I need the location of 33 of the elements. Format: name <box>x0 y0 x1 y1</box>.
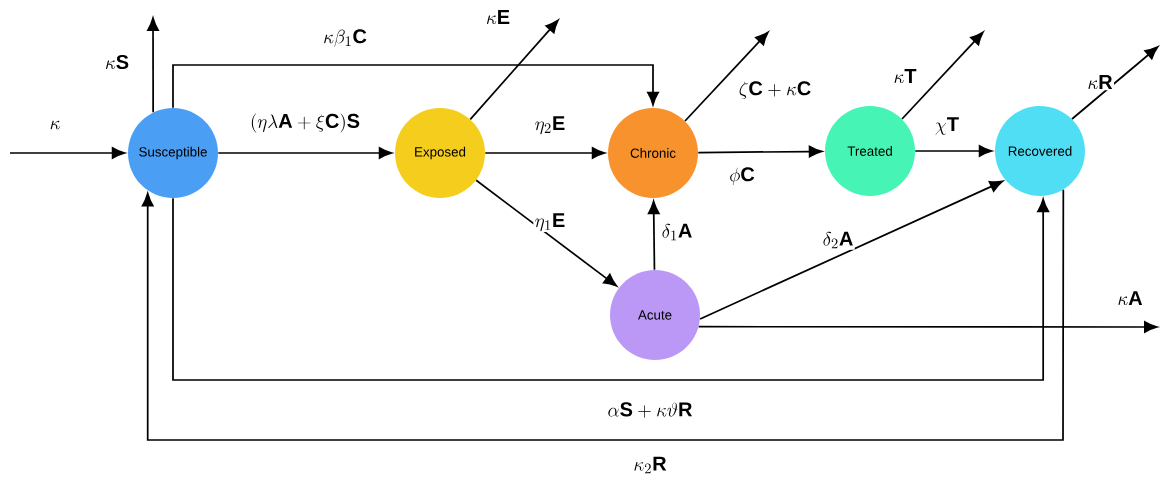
edge-label: $\kappa\mathbf{T}$ <box>892 67 918 85</box>
edge-label: $\eta_2\mathbf{E}$ <box>533 114 567 136</box>
arrow <box>901 31 984 120</box>
edge-label: $\kappa$ <box>48 119 62 131</box>
arrow <box>697 145 823 158</box>
edge-label: $\alpha\mathbf{S}+\kappa\vartheta\mathbf{R}$ <box>606 400 694 420</box>
arrow <box>469 19 559 121</box>
edge-label: $\kappa\mathbf{S}$ <box>103 53 131 71</box>
arrow <box>697 321 1158 333</box>
edge-label: $\phi\mathbf{C}$ <box>727 165 757 187</box>
edge-label: $\chi\mathbf{T}$ <box>933 115 961 137</box>
arrow <box>172 197 1050 381</box>
edge-label: $\delta_2\mathbf{A}$ <box>821 230 855 250</box>
edge-label: $\kappa_2\mathbf{R}$ <box>632 455 668 475</box>
arrow <box>475 179 618 287</box>
edge-label: $\delta_1\mathbf{A}$ <box>660 222 694 242</box>
arrow <box>684 31 769 122</box>
arrow <box>647 200 660 271</box>
edge-label: $\kappa\mathbf{A}$ <box>1116 289 1144 307</box>
edge-label: $\kappa\mathbf{E}$ <box>484 8 512 26</box>
arrow <box>484 147 606 159</box>
arrow <box>699 180 1004 320</box>
arrow <box>147 17 159 114</box>
edge-label: $\eta_1\mathbf{E}$ <box>533 211 567 233</box>
edge-label: $\zeta\mathbf{C}+\kappa\mathbf{C}$ <box>737 79 813 101</box>
edge-label: $\kappa\beta_1\mathbf{C}$ <box>321 27 369 49</box>
edge-label: $\kappa\mathbf{R}$ <box>1086 73 1114 91</box>
arrow <box>141 188 1065 441</box>
arrow <box>172 64 659 109</box>
arrow <box>914 145 993 157</box>
arrow <box>9 147 126 159</box>
arrow <box>217 147 393 159</box>
edge-label: $(\eta\lambda\mathbf{A}+\xi\mathbf{C})\mathbf{S}$ <box>248 112 362 134</box>
